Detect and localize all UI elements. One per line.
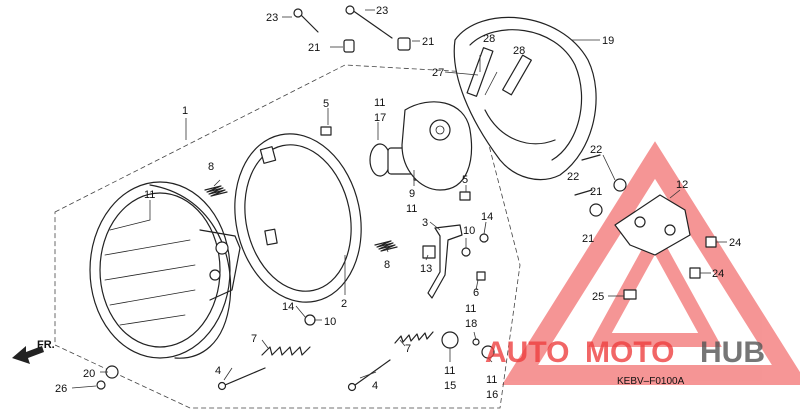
watermark-word-hub: HUB — [700, 336, 765, 369]
callout-1: 1 — [182, 105, 188, 117]
mounting-stay — [574, 154, 717, 300]
callout-21: 21 — [422, 36, 434, 48]
callout-25: 25 — [592, 291, 604, 303]
callout-28: 28 — [483, 33, 495, 45]
callout-7: 7 — [405, 343, 411, 355]
callout-12: 12 — [676, 179, 688, 191]
callout-21: 21 — [590, 186, 602, 198]
callout-19: 19 — [602, 35, 614, 47]
callout-5: 5 — [323, 98, 329, 110]
headlight-case — [453, 16, 597, 181]
callout-23: 23 — [376, 5, 388, 17]
callout-28: 28 — [513, 45, 525, 57]
callout-3: 3 — [422, 217, 428, 229]
callout-11: 11 — [444, 365, 455, 377]
case-mounting-bolts — [293, 5, 411, 53]
callout-10: 10 — [324, 316, 336, 328]
callout-26: 26 — [55, 383, 67, 395]
callout-4: 4 — [215, 365, 221, 377]
callout-5: 5 — [462, 174, 468, 186]
callout-14: 14 — [481, 211, 493, 223]
callout-8: 8 — [384, 259, 390, 271]
callout-labels: 23 23 21 21 19 28 28 27 1 5 11 17 8 11 9… — [55, 5, 741, 401]
callout-18: 18 — [465, 318, 477, 330]
headlight-unit — [89, 181, 241, 359]
callout-7: 7 — [251, 333, 257, 345]
callout-11: 11 — [374, 97, 385, 109]
callout-16: 16 — [486, 389, 498, 401]
assembly-boundary — [54, 64, 521, 409]
callout-21: 21 — [308, 42, 320, 54]
callout-9: 9 — [409, 188, 415, 200]
callout-2: 2 — [341, 298, 347, 310]
drawing-code: KEBV–F0100A — [617, 376, 685, 387]
small-hardware — [96, 126, 495, 390]
callout-8: 8 — [208, 161, 214, 173]
callout-14: 14 — [282, 301, 294, 313]
watermark-wordmark: AUTO MOTO HUB — [485, 336, 765, 369]
headlight-bracket — [427, 224, 463, 299]
callout-11: 11 — [465, 303, 476, 315]
callout-20: 20 — [83, 368, 95, 380]
front-direction-label: FR. — [37, 339, 55, 351]
callout-11: 11 — [486, 374, 497, 386]
watermark-word-moto: MOTO — [585, 336, 674, 369]
callout-24: 24 — [712, 268, 724, 280]
callout-24: 24 — [729, 237, 741, 249]
headlight-rim — [234, 133, 362, 303]
callout-22: 22 — [567, 171, 579, 183]
callout-11: 11 — [406, 203, 417, 215]
callout-17: 17 — [374, 112, 386, 124]
callout-10: 10 — [463, 225, 475, 237]
callout-21: 21 — [582, 233, 594, 245]
watermark-word-auto: AUTO — [485, 336, 569, 369]
callout-22: 22 — [590, 144, 602, 156]
bulb-dust-cover — [401, 101, 473, 191]
callout-4: 4 — [372, 380, 378, 392]
adjusting-screws — [217, 331, 434, 392]
front-direction-arrow: FR. — [12, 339, 55, 364]
callout-13: 13 — [420, 263, 432, 275]
leader-lines — [71, 9, 727, 389]
callout-15: 15 — [444, 380, 456, 392]
callout-11: 11 — [144, 189, 155, 201]
callout-27: 27 — [432, 67, 444, 79]
callout-23: 23 — [266, 12, 278, 24]
callout-6: 6 — [473, 287, 479, 299]
